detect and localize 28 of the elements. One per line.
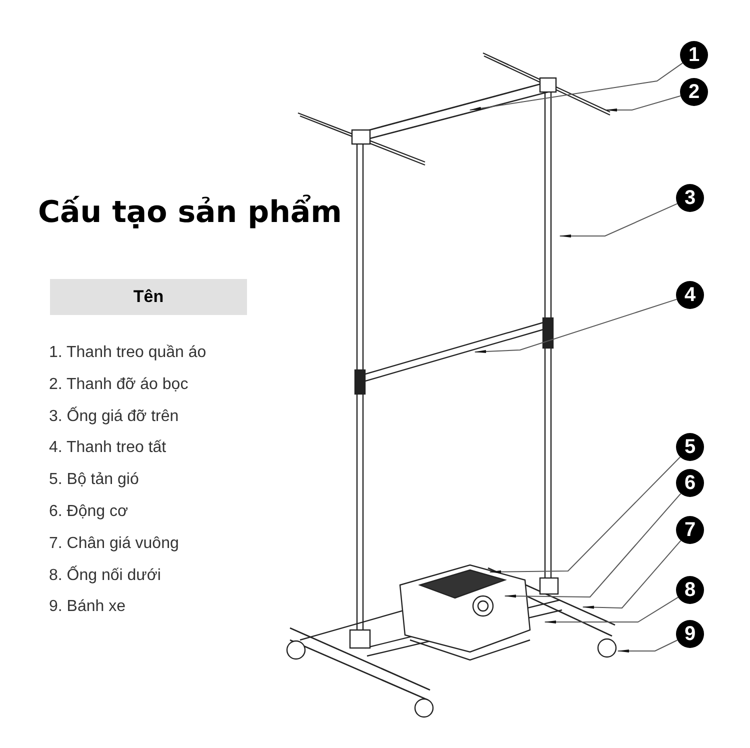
leader-line [582,540,682,609]
list-item: 4. Thanh treo tất [49,438,168,458]
list-item: 8. Ống nối dưới [49,566,162,586]
leader-line [469,62,684,110]
leader-line [559,203,678,238]
list-item: 3. Ống giá đỡ trên [49,406,180,427]
list-item: 9. Bánh xe [49,597,126,618]
list-item: 6. Động cơ [49,502,129,522]
leader-line [474,298,678,353]
callout-number: 3 [676,184,704,212]
callout-number: 7 [676,516,704,544]
callout-number: 8 [676,576,704,604]
list-item: 1. Thanh treo quần áo [49,343,206,363]
list-item: 7. Chân giá vuông [49,534,180,554]
leader-line [605,95,682,112]
table-header: Tên [50,279,247,315]
list-item: 2. Thanh đỡ áo bọc [49,374,190,395]
callout-number: 2 [680,78,708,106]
leader-line [617,640,678,652]
list-item: 5. Bộ tản gió [49,470,140,490]
callout-number: 5 [676,433,704,461]
leader-line [504,493,682,598]
callout-number: 6 [676,469,704,497]
callout-number: 1 [680,41,708,69]
callout-number: 9 [676,620,704,648]
callout-number: 4 [676,281,704,309]
leader-line [489,456,681,574]
leader-line [544,596,679,624]
